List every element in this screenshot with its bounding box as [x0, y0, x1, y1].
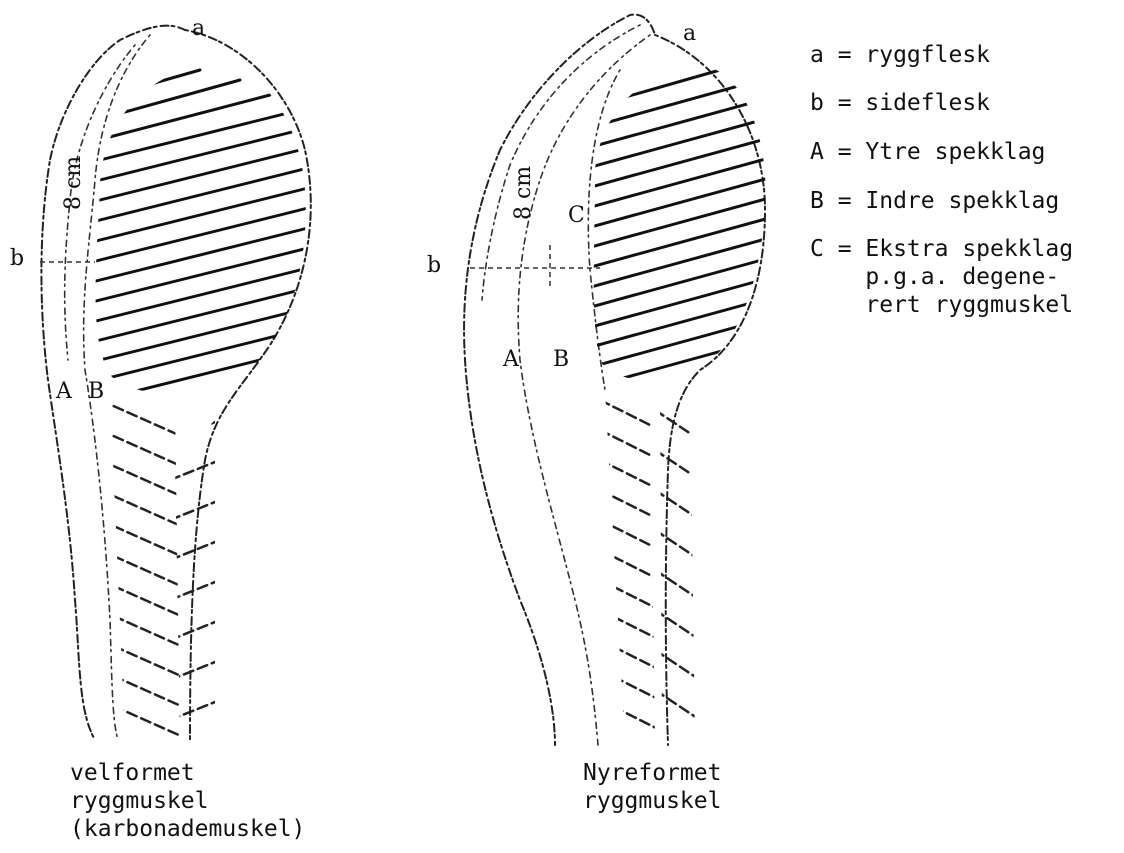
left-label-a: a — [192, 16, 205, 41]
legend-item-C: C = Ekstra spekklag — [810, 236, 1073, 262]
left-label-B: B — [88, 379, 104, 404]
left-muscle-hatch — [60, 60, 320, 410]
right-label-B: B — [553, 347, 569, 372]
left-caption-line-2: ryggmuskel — [70, 788, 208, 814]
legend-item-A: A = Ytre spekklag — [810, 139, 1045, 165]
legend-item-C-cont-1: p.g.a. degene- — [810, 264, 1059, 290]
right-muscle-hatch — [580, 60, 780, 390]
left-caption-line-1: velformet — [70, 760, 195, 786]
right-lower-hatch-1 — [600, 400, 660, 730]
left-measure-label: 8 cm — [61, 156, 86, 210]
right-figure: a b A B C 8 cm — [427, 15, 780, 745]
left-lower-hatch-1 — [100, 400, 190, 740]
right-measure-label: 8 cm — [511, 166, 536, 220]
left-caption-line-3: (karbonademuskel) — [70, 816, 305, 842]
left-figure: a b A B 8 cm — [10, 16, 320, 740]
right-lower-hatch-2 — [655, 410, 700, 720]
right-label-b: b — [427, 253, 441, 278]
left-caption: velformet ryggmuskel (karbonademuskel) — [70, 760, 305, 842]
right-caption: Nyreformet ryggmuskel — [583, 760, 721, 814]
left-label-b: b — [10, 246, 24, 271]
left-outer-outline — [41, 26, 310, 740]
right-label-C: C — [568, 203, 585, 228]
right-inner-fat-line — [518, 35, 650, 745]
right-caption-line-1: Nyreformet — [583, 760, 721, 786]
right-outer-outline — [464, 15, 765, 745]
left-label-A: A — [55, 379, 73, 404]
legend-item-a: a = ryggflesk — [810, 42, 990, 68]
right-caption-line-2: ryggmuskel — [583, 788, 721, 814]
legend-item-C-cont-2: rert ryggmuskel — [810, 292, 1073, 318]
right-label-A: A — [502, 347, 520, 372]
right-label-a: a — [683, 21, 696, 46]
legend-item-b: b = sideflesk — [810, 90, 990, 116]
legend-item-B: B = Indre spekklag — [810, 188, 1059, 214]
legend: a = ryggflesk b = sideflesk A = Ytre spe… — [810, 42, 1073, 318]
